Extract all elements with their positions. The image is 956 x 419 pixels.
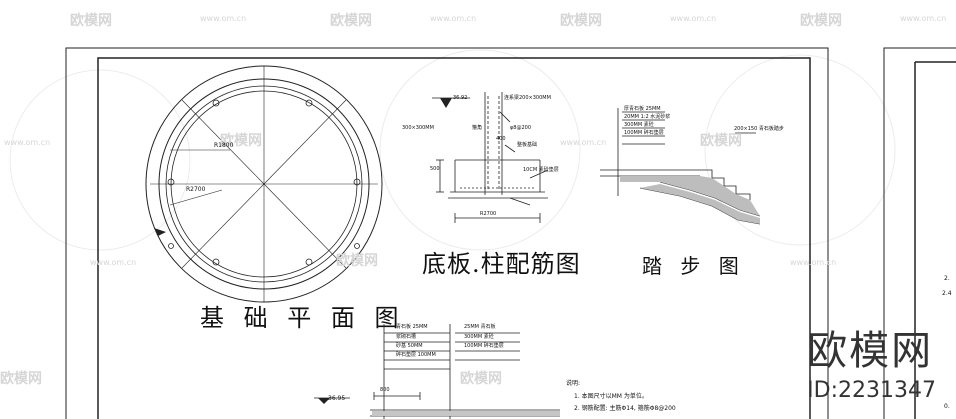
right-panel-label-2: 2.4 bbox=[942, 290, 952, 297]
watermark-url: www.om.cn bbox=[670, 14, 717, 23]
plan-title: 基 础 平 面 图 bbox=[200, 304, 405, 332]
notes-heading: 说明: bbox=[566, 380, 581, 387]
rebar-title: 底板.柱配筋图 bbox=[422, 250, 581, 278]
watermark-logo: 欧模网 bbox=[330, 13, 372, 29]
paving-hatch bbox=[372, 411, 560, 416]
elevation-bottom-label: 36.95 bbox=[328, 395, 346, 402]
step-layer-2: 20MM 1:2 水泥砂浆 bbox=[624, 114, 671, 120]
brand-watermark: 欧模网 ID:2231347 bbox=[807, 318, 936, 403]
step-layer-3: 300MM 素砼 bbox=[624, 122, 654, 128]
rebar-section-drawing bbox=[432, 92, 549, 223]
table-right-row-1: 25MM 青石板 bbox=[464, 324, 496, 330]
watermark-circles bbox=[9, 49, 896, 251]
steps-title: 踏 步 图 bbox=[642, 254, 745, 278]
table-left-row-3: 砂基 50MM bbox=[396, 343, 423, 349]
watermark-logo: 欧模网 bbox=[560, 13, 602, 29]
watermark-url: www.om.cn bbox=[200, 14, 247, 23]
watermark-url: www.om.cn bbox=[430, 14, 477, 23]
table-left-row-1: 青石板 25MM bbox=[396, 324, 428, 330]
step-layer-1: 厚青石板 25MM bbox=[624, 106, 661, 112]
right-panel-label-1: 2. bbox=[944, 275, 950, 282]
paving-section-drawing bbox=[314, 324, 560, 419]
dim-800-label: 800 bbox=[380, 387, 390, 393]
sheet-border bbox=[65, 47, 956, 419]
bottom-dim-label: R2700 bbox=[480, 211, 497, 217]
table-right-row-3: 100MM 碎石垫层 bbox=[464, 343, 504, 349]
foundation-plan-drawing bbox=[145, 65, 383, 303]
brand-id: ID:2231347 bbox=[807, 378, 936, 403]
table-left-row-4: 碎石垫层 100MM bbox=[396, 352, 436, 358]
slab-label: 整板基础 bbox=[517, 142, 538, 148]
watermark-logo: 欧模网 bbox=[0, 371, 42, 387]
step-note: 200×150 青石板踏步 bbox=[734, 126, 784, 132]
notes-item-2: 2. 钢筋配置: 主筋Φ14, 箍筋Φ8@200 bbox=[574, 405, 676, 412]
watermark-url: www.om.cn bbox=[900, 14, 947, 23]
elevation-top-label: 36.92 bbox=[453, 95, 468, 101]
hook-label: 箍角 bbox=[472, 125, 483, 131]
table-left-row-2: 浆砌石槽 bbox=[396, 334, 417, 340]
watermark-logo: 欧模网 bbox=[220, 133, 262, 149]
watermark-url: www.om.cn bbox=[90, 258, 137, 267]
beam-note: 连系梁200×300MM bbox=[504, 95, 551, 101]
radius-outer-label: R2700 bbox=[186, 186, 206, 193]
notes-item-1: 1. 本图尺寸以MM 为单位。 bbox=[574, 393, 648, 400]
watermark-logo: 欧模网 bbox=[70, 13, 112, 29]
right-panel-label-3: 0. bbox=[944, 403, 950, 410]
steps-hatch bbox=[620, 176, 760, 224]
watermark-url: www.om.cn bbox=[560, 138, 607, 147]
column-size-label: 300×300MM bbox=[402, 125, 434, 131]
radius-inner-label: R1800 bbox=[214, 142, 234, 149]
dim-400-label: 400 bbox=[496, 136, 506, 142]
step-layer-4: 100MM 碎石垫层 bbox=[624, 130, 664, 136]
watermark-logo: 欧模网 bbox=[460, 371, 502, 387]
watermark-url: www.om.cn bbox=[790, 258, 837, 267]
watermark-logo: 欧模网 bbox=[336, 253, 378, 269]
brand-name: 欧模网 bbox=[807, 328, 934, 374]
watermark-logo: 欧模网 bbox=[800, 13, 842, 29]
cushion-label: 10CM 素砼垫层 bbox=[523, 167, 559, 173]
watermark-url: www.om.cn bbox=[4, 138, 51, 147]
watermark-logo: 欧模网 bbox=[700, 133, 742, 149]
dim-500-label: 500 bbox=[430, 166, 440, 172]
table-right-row-2: 300MM 素砼 bbox=[464, 334, 494, 340]
bar-spec-label: φ8@200 bbox=[510, 125, 532, 131]
